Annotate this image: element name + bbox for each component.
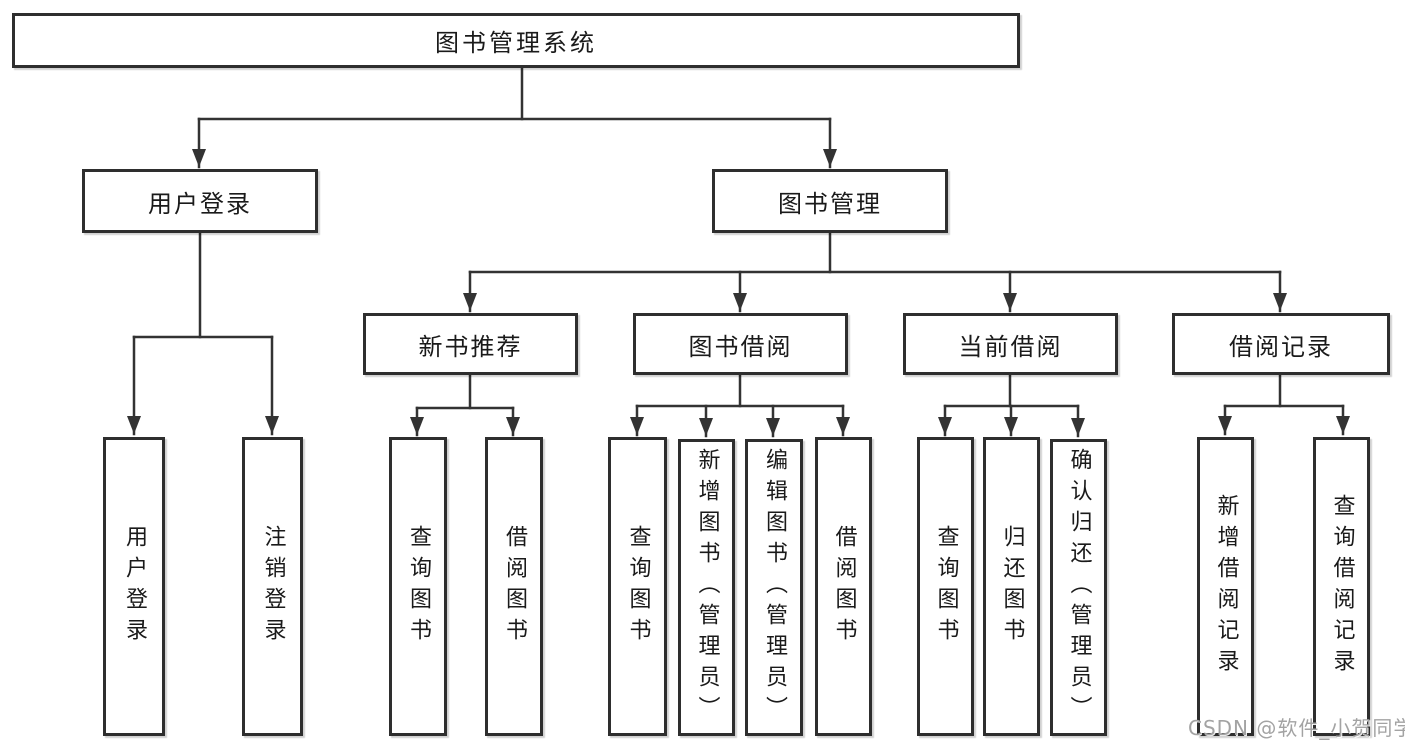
connector-book-borrow-branch <box>630 373 850 438</box>
node-book-borrow: 图书借阅 <box>633 313 848 375</box>
connector-root-to-level2 <box>192 64 837 169</box>
leaf-nbr-borrow-books: 借阅图书 <box>485 437 543 736</box>
connector-user-login-branch <box>127 229 279 436</box>
leaf-cb-confirm-return-admin-label: 确认归还（管理员） <box>1066 448 1092 727</box>
leaf-cb-query-books-label: 查询图书 <box>933 524 959 649</box>
leaf-cb-return-books-label: 归还图书 <box>999 524 1025 649</box>
node-user-login-branch: 用户登录 <box>82 169 318 233</box>
leaf-bb-borrow-books-label: 借阅图书 <box>831 524 857 649</box>
leaf-bb-add-books-admin: 新增图书（管理员） <box>678 439 735 736</box>
connector-borrow-records-branch <box>1218 373 1350 436</box>
leaf-bb-borrow-books: 借阅图书 <box>815 437 872 736</box>
leaf-logout-label: 注销登录 <box>260 524 286 649</box>
leaf-br-query-record-label: 查询借阅记录 <box>1329 493 1355 680</box>
connector-new-book-recommend-branch <box>410 373 520 437</box>
connector-current-borrow-branch <box>938 373 1085 438</box>
leaf-bb-query-books-label: 查询图书 <box>625 524 651 649</box>
leaf-bb-edit-books-admin: 编辑图书（管理员） <box>745 439 803 736</box>
leaf-bb-query-books: 查询图书 <box>608 437 667 736</box>
csdn-watermark: CSDN @软件_小贺同学 <box>1188 716 1405 740</box>
leaf-logout: 注销登录 <box>242 437 303 736</box>
leaf-user-login: 用户登录 <box>103 437 165 736</box>
leaf-bb-add-books-admin-label: 新增图书（管理员） <box>694 448 720 727</box>
node-current-borrow: 当前借阅 <box>903 313 1118 375</box>
node-new-book-recommend: 新书推荐 <box>363 313 578 375</box>
node-borrow-records: 借阅记录 <box>1172 313 1390 375</box>
connector-book-management-branch <box>463 229 1287 313</box>
leaf-br-add-record: 新增借阅记录 <box>1197 437 1254 736</box>
leaf-nbr-query-books-label: 查询图书 <box>406 524 431 649</box>
leaf-nbr-borrow-books-label: 借阅图书 <box>502 524 527 649</box>
leaf-bb-edit-books-admin-label: 编辑图书（管理员） <box>762 448 787 727</box>
leaf-br-query-record: 查询借阅记录 <box>1313 437 1370 736</box>
leaf-cb-query-books: 查询图书 <box>917 437 974 736</box>
node-root-library-system: 图书管理系统 <box>12 13 1020 68</box>
leaf-cb-confirm-return-admin: 确认归还（管理员） <box>1050 439 1107 736</box>
leaf-br-add-record-label: 新增借阅记录 <box>1213 493 1239 680</box>
leaf-nbr-query-books: 查询图书 <box>389 437 447 736</box>
leaf-user-login-label: 用户登录 <box>122 524 147 649</box>
node-book-management-branch: 图书管理 <box>712 169 948 233</box>
leaf-cb-return-books: 归还图书 <box>983 437 1040 736</box>
